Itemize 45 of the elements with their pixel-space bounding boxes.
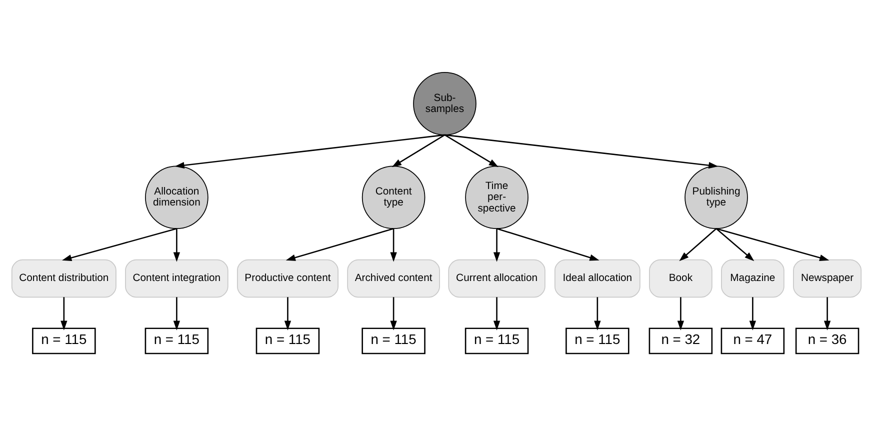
node-box: n = 115 (566, 327, 630, 354)
arrow (496, 228, 600, 260)
arrow (173, 296, 180, 330)
node-circle: Content type (362, 165, 426, 229)
arrow (493, 296, 500, 330)
node-circle: Publishing type (684, 165, 748, 229)
arrow (284, 296, 292, 330)
arrow (60, 296, 68, 330)
arrow (749, 296, 756, 330)
arrow (390, 296, 397, 330)
arrow (444, 134, 718, 168)
arrow (716, 227, 830, 261)
node-box: Current allocation (448, 258, 546, 298)
node-box: n = 115 (362, 327, 426, 354)
node-circle: Allocation dimension (145, 165, 208, 229)
arrow (444, 134, 498, 167)
arrow (62, 227, 177, 261)
node-box: n = 115 (464, 327, 529, 354)
arrow (677, 296, 684, 330)
node-circle: Sub- samples (413, 72, 476, 135)
node-box: Book (649, 258, 712, 298)
node-box: n = 115 (256, 327, 320, 354)
node-circle: Time per- spective (465, 165, 528, 229)
node-box: Magazine (721, 258, 784, 298)
node-box: Content distribution (11, 258, 116, 298)
arrow (173, 228, 180, 262)
node-box: Ideal allocation (554, 258, 640, 298)
arrow (392, 134, 446, 167)
node-box: Newspaper (793, 258, 862, 298)
node-box: n = 115 (32, 327, 96, 354)
node-box: n = 115 (144, 327, 209, 354)
node-box: Archived content (347, 258, 440, 298)
arrow (286, 228, 394, 260)
arrow (679, 228, 717, 261)
arrow (174, 134, 445, 168)
arrow (594, 296, 601, 330)
node-box: n = 32 (648, 327, 713, 354)
arrow (824, 296, 831, 330)
node-box: n = 36 (795, 327, 860, 354)
node-box: n = 47 (720, 327, 785, 354)
node-box: Content integration (125, 258, 228, 298)
arrow (493, 228, 500, 262)
arrow (390, 228, 397, 262)
arrow (716, 228, 754, 261)
node-box: Productive content (236, 258, 338, 298)
